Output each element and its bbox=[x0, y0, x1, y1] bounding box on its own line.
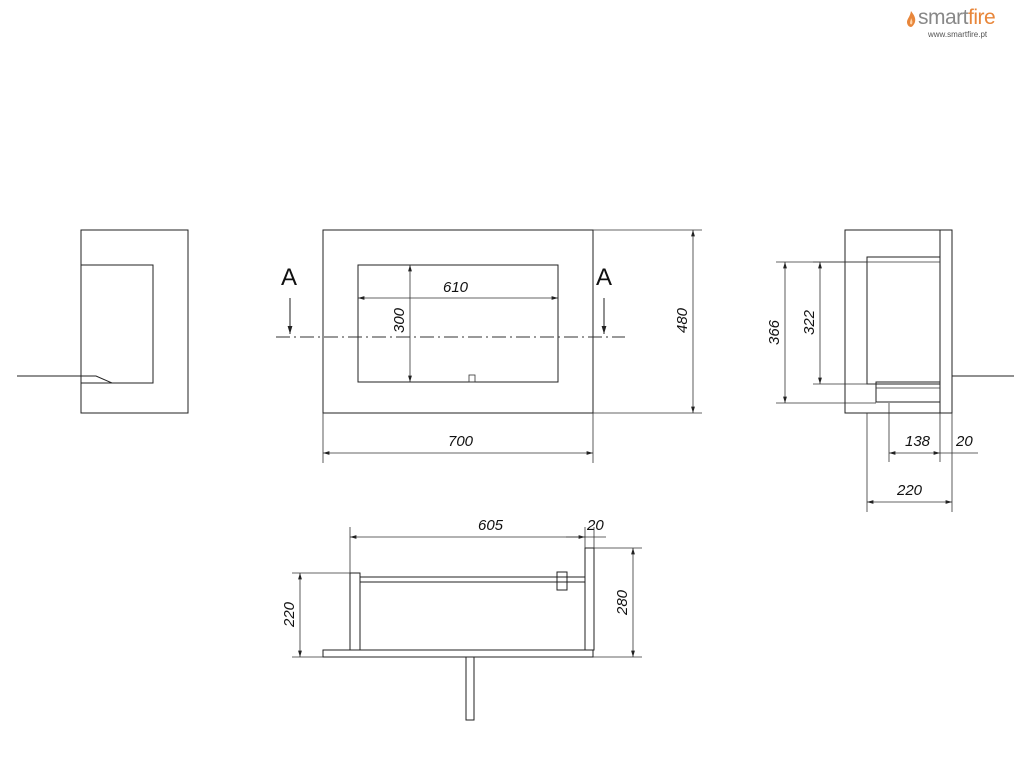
section-right-wall bbox=[584, 547, 595, 651]
dim-depth-inner: 138 bbox=[905, 433, 931, 450]
side-view: 366 322 138 20 220 bbox=[766, 229, 1014, 512]
brand-accent: fire bbox=[968, 6, 996, 29]
left-view-outline bbox=[80, 229, 189, 414]
front-opening bbox=[357, 264, 559, 383]
dim-section-wall: 20 bbox=[586, 517, 604, 534]
section-view: 605 20 220 280 bbox=[281, 517, 642, 721]
side-outline bbox=[844, 229, 953, 414]
dim-wall: 20 bbox=[955, 433, 973, 450]
dim-total-width: 700 bbox=[448, 433, 474, 450]
section-marker-left: A bbox=[281, 264, 297, 291]
dim-opening-height: 300 bbox=[391, 307, 408, 333]
dim-inner-width: 605 bbox=[478, 517, 504, 534]
left-view-burner bbox=[81, 375, 113, 384]
brand-website: www.smartfire.pt bbox=[928, 30, 988, 39]
front-view: A A 610 300 480 700 bbox=[276, 229, 702, 463]
left-view-opening bbox=[80, 264, 154, 384]
section-handle bbox=[556, 571, 568, 591]
dim-total-height: 480 bbox=[674, 307, 691, 333]
front-outline bbox=[322, 229, 594, 414]
brand-prefix: smart bbox=[918, 6, 969, 29]
side-burner bbox=[875, 381, 941, 403]
section-marker-right: A bbox=[596, 264, 612, 291]
side-cavity bbox=[866, 256, 941, 385]
left-view bbox=[17, 229, 189, 414]
front-burner-tab bbox=[468, 374, 476, 383]
dim-height-right: 280 bbox=[614, 589, 631, 616]
section-base bbox=[322, 649, 594, 658]
dim-height-inner: 322 bbox=[801, 309, 818, 335]
brand-name: smartfire bbox=[918, 6, 996, 30]
section-left-wall bbox=[349, 572, 361, 651]
flame-icon bbox=[907, 11, 916, 27]
dim-depth-total: 220 bbox=[896, 482, 923, 499]
section-stand bbox=[465, 656, 475, 721]
smartfire-logo: smartfire www.smartfire.pt bbox=[904, 6, 1016, 42]
dim-height-outer: 366 bbox=[766, 319, 783, 345]
dim-opening-width: 610 bbox=[443, 279, 469, 296]
dim-height-left: 220 bbox=[281, 601, 298, 628]
